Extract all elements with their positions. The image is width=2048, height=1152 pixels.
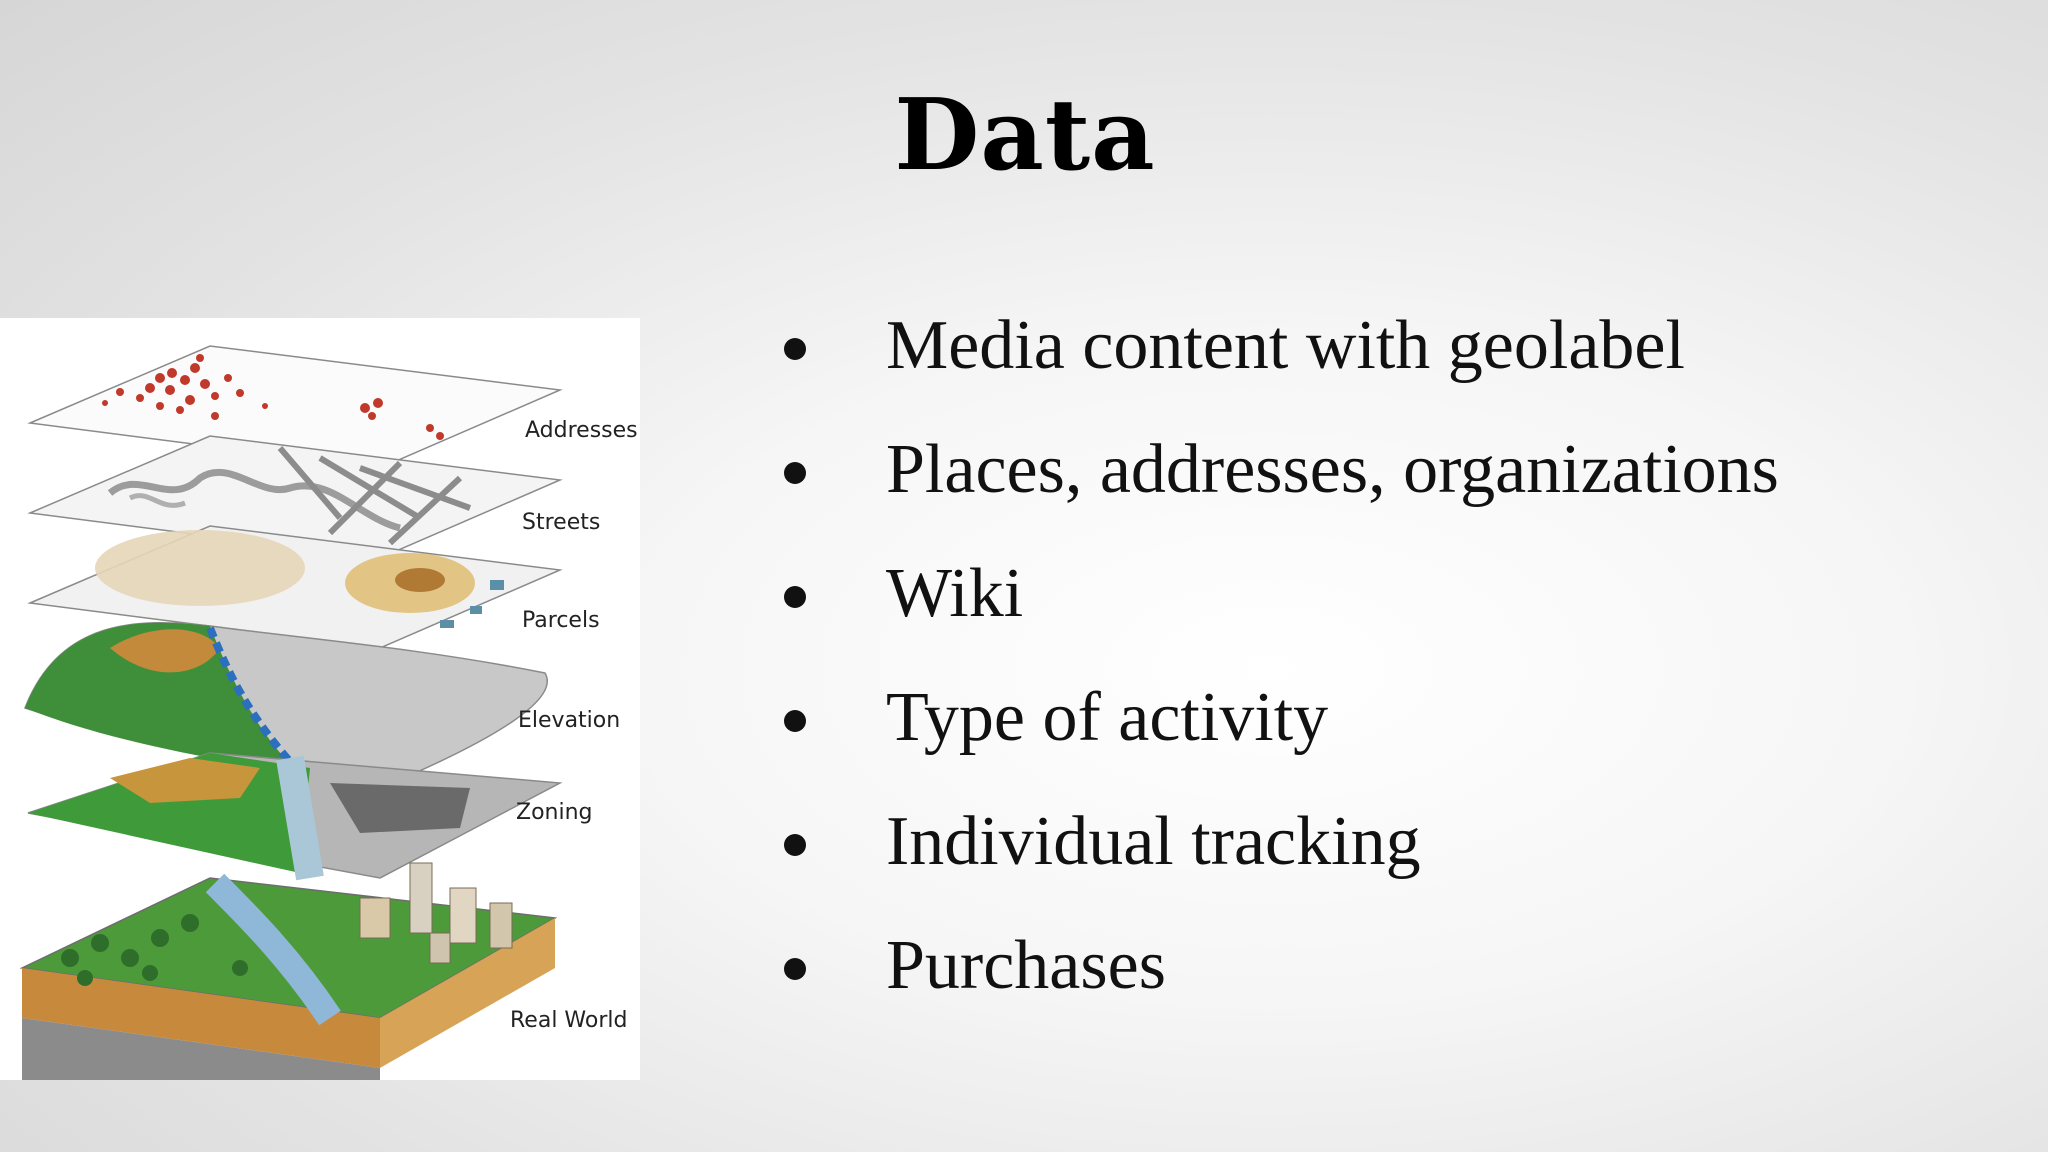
gis-layers-figure: Addresses Streets Parcels Elevation Zoni… [0,318,640,1080]
real-world-layer [19,862,558,1080]
streets-layer [27,435,563,559]
bullet-dot-icon [784,834,806,856]
bullet-dot-icon [784,958,806,980]
elevation-layer [24,622,548,789]
bullet-dot-icon [784,338,806,360]
gis-layers-illustration [19,345,563,1080]
layer-label-zoning: Zoning [516,800,593,825]
bullet-dot-icon [784,462,806,484]
layer-label-real-world: Real World [510,1008,628,1033]
parcels-layer [27,525,563,649]
slide-title: Data [894,78,1156,193]
layer-label-parcels: Parcels [522,608,600,633]
zoning-layer [27,752,563,881]
bullet-dot-icon [784,586,806,608]
layer-label-addresses: Addresses [525,418,638,443]
layer-label-elevation: Elevation [518,708,621,733]
bullet-dot-icon [784,710,806,732]
layer-label-streets: Streets [522,510,601,535]
